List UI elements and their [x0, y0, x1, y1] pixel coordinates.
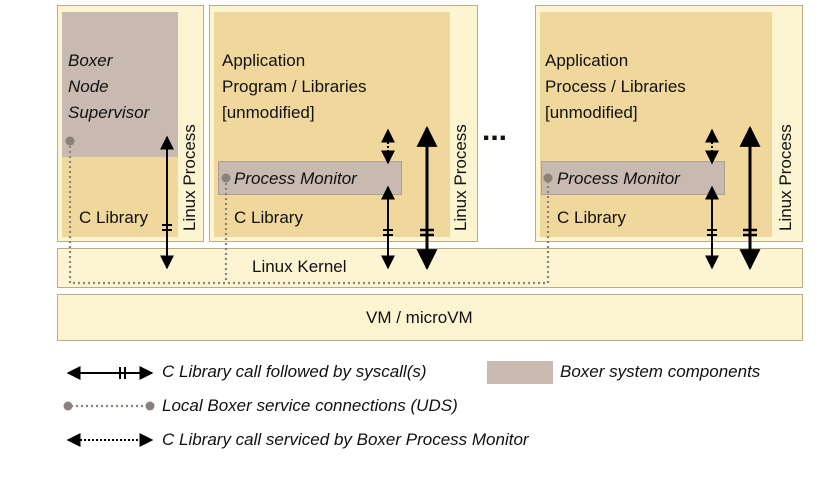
app2-title-2: Process / Libraries [545, 77, 686, 96]
linux-kernel-label: Linux Kernel [252, 257, 347, 276]
supervisor-title-1: Boxer [68, 51, 113, 70]
legend-uds-symbol [63, 401, 155, 411]
supervisor-component [62, 12, 178, 157]
supervisor-c-library: C Library [79, 208, 148, 227]
vm-box [57, 294, 803, 341]
app2-c-library: C Library [557, 208, 626, 227]
app1-process-monitor-box [218, 161, 402, 195]
legend-syscall-symbol [66, 366, 154, 380]
legend-system-components-text: Boxer system components [560, 362, 761, 381]
app1-title-1: Application [222, 51, 306, 70]
app1-title-2: Program / Libraries [222, 77, 367, 96]
vm-label: VM / microVM [366, 308, 473, 327]
app2-direct-syscall-arrow [739, 125, 761, 271]
supervisor-title-3: Supervisor [68, 103, 150, 122]
supervisor-title-2: Node [68, 77, 109, 96]
uds-supervisor-to-app2 [68, 141, 550, 285]
app1-title-3: [unmodified] [222, 103, 315, 122]
app1-inner-area [214, 12, 450, 237]
app2-process-monitor-box [541, 161, 725, 195]
app2-inner-area [540, 12, 772, 237]
app1-c-library: C Library [234, 208, 303, 227]
uds-endpoint-supervisor [65, 136, 75, 146]
app2-process-monitor: Process Monitor [557, 169, 680, 188]
supervisor-syscall-arrow [160, 135, 174, 270]
app1-monitor-syscall-arrow [381, 185, 395, 270]
app1-direct-syscall-arrow [416, 125, 438, 271]
more-processes-ellipsis: ... [482, 114, 508, 147]
uds-endpoint-app2 [543, 173, 553, 183]
app2-monitor-syscall-arrow [705, 185, 719, 270]
legend-monitor-call-text: C Library call serviced by Boxer Process… [162, 430, 529, 449]
uds-endpoint-app1 [221, 173, 231, 183]
uds-connections [68, 141, 550, 285]
legend-uds-text: Local Boxer service connections (UDS) [162, 396, 458, 415]
legend-syscall-text: C Library call followed by syscall(s) [162, 362, 427, 381]
app2-title-3: [unmodified] [545, 103, 638, 122]
app1-process-monitor: Process Monitor [234, 169, 357, 188]
app2-title-1: Application [545, 51, 629, 70]
legend-system-components-swatch [487, 361, 553, 384]
